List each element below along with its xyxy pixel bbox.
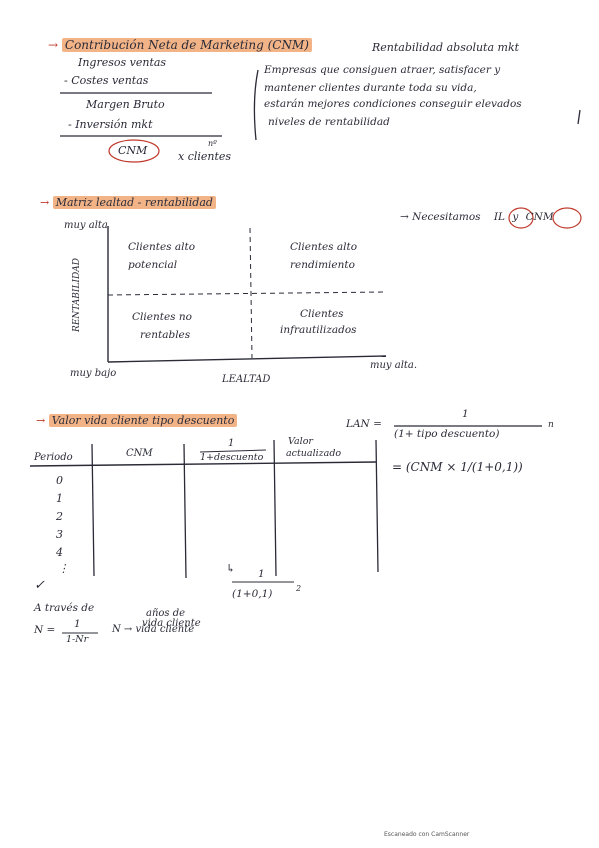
scanner-footer: Escaneado con CamScanner <box>384 831 470 838</box>
note-line: estarán mejores condiciones conseguir el… <box>264 98 522 110</box>
formula-exp: n <box>548 420 554 430</box>
row-income: Ingresos ventas <box>78 56 167 69</box>
n-tail: N → vida cliente <box>112 624 195 635</box>
result-exp: nº <box>208 139 217 148</box>
quadrant-top-right: Clientes alto rendimiento <box>290 241 358 271</box>
row-gross-margin: Margen Bruto <box>86 98 165 111</box>
quadrant-bottom-left: Clientes no rentables <box>132 311 192 341</box>
heading: Matriz lealtad - rentabilidad <box>52 196 216 209</box>
formula-num: 1 <box>462 408 469 420</box>
section2-title: → Matriz lealtad - rentabilidad <box>40 196 216 209</box>
formula-den: (1+ tipo descuento) <box>394 428 500 440</box>
sub-prefix: ↳ <box>226 562 236 575</box>
years-line: años de <box>146 608 186 619</box>
table-header-period: Periodo <box>34 452 73 463</box>
table-header-discount-den: 1+descuento <box>200 452 264 463</box>
formula-lhs: LAN = <box>346 418 382 430</box>
row-mkt-investment: - Inversión mkt <box>68 118 153 131</box>
x-axis-left: muy bajo <box>70 368 117 379</box>
section2-aside: → Necesitamos IL y CNM <box>400 211 554 223</box>
circled-label: IL <box>493 211 505 223</box>
rhs-formula: = (CNM × 1/(1+0,1)) <box>392 460 523 474</box>
through-line: A través de <box>34 602 95 614</box>
note-line: niveles de rentabilidad <box>268 116 390 128</box>
aside-text: → Necesitamos <box>400 211 481 223</box>
table-header-value: Valor <box>288 436 313 447</box>
result-suffix: x clientes <box>178 150 232 163</box>
section3-title: → Valor vida cliente tipo descuento <box>36 414 238 427</box>
period-value: 1 <box>56 492 63 505</box>
heading: Contribución Neta de Marketing (CNM) <box>61 38 312 52</box>
x-axis-label: LEALTAD <box>222 374 271 385</box>
sub-exp: 2 <box>296 584 302 593</box>
row-costs: - Costes ventas <box>64 74 149 87</box>
sub-num: 1 <box>258 568 265 580</box>
n-num: 1 <box>74 618 81 630</box>
arrow-icon: → <box>48 38 59 52</box>
table-header-cnm: CNM <box>126 448 153 459</box>
y-axis-top: muy alta <box>64 220 108 231</box>
section1-title: → Contribución Neta de Marketing (CNM) <box>48 38 312 52</box>
period-value: 3 <box>56 528 63 541</box>
note-line: mantener clientes durante toda su vida, <box>264 82 477 94</box>
n-den: 1-Nr <box>66 634 89 645</box>
arrow-icon: → <box>40 196 50 209</box>
result-cnm: CNM <box>118 144 148 157</box>
quadrant-top-left: Clientes alto potencial <box>128 241 196 271</box>
n-eq: N = <box>34 624 56 636</box>
quadrant-bottom-right: Clientes infrautilizados <box>280 308 357 336</box>
check-mark: ✓ <box>34 578 45 593</box>
circled-label: CNM <box>525 211 554 223</box>
y-axis-label: RENTABILIDAD <box>71 258 82 332</box>
period-value: 2 <box>56 510 63 523</box>
note-line: Empresas que consiguen atraer, satisface… <box>264 64 501 76</box>
sub-den: (1+0,1) <box>232 588 273 600</box>
period-value: ⋮ <box>58 562 69 575</box>
heading: Valor vida cliente tipo descuento <box>48 414 238 427</box>
table-header-updated: actualizado <box>286 448 342 459</box>
arrow-icon: → <box>36 414 46 427</box>
years-line: vida cliente <box>142 618 201 629</box>
period-value: 0 <box>56 474 63 487</box>
x-axis-right: muy alta. <box>370 360 418 371</box>
table-header-discount-num: 1 <box>228 438 235 449</box>
aside-and: y <box>512 211 519 223</box>
period-value: 4 <box>56 546 63 559</box>
section1-aside: Rentabilidad absoluta mkt <box>372 41 520 54</box>
